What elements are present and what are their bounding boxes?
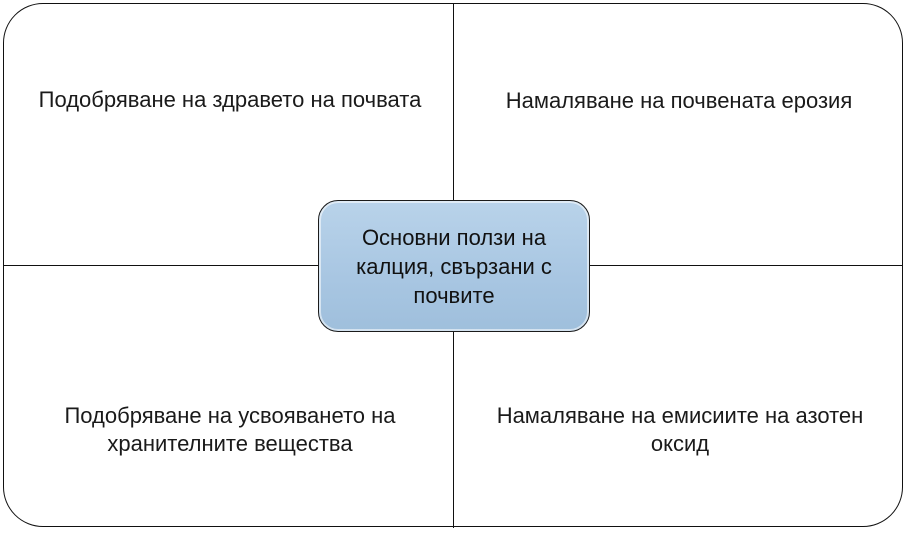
quadrant-bottom-right: Намаляване на емисиите на азотен оксид — [496, 403, 864, 456]
center-topic-label: Основни ползи на калция, свързани с почв… — [356, 224, 552, 308]
quadrant-bottom-left: Подобряване на усвояването на хранителни… — [64, 403, 396, 456]
quadrant-top-right: Намаляване на почвената ерозия — [505, 88, 853, 113]
quadrant-top-left: Подобряване на здравето на почвата — [38, 87, 422, 112]
center-topic-box: Основни ползи на калция, свързани с почв… — [318, 200, 590, 332]
